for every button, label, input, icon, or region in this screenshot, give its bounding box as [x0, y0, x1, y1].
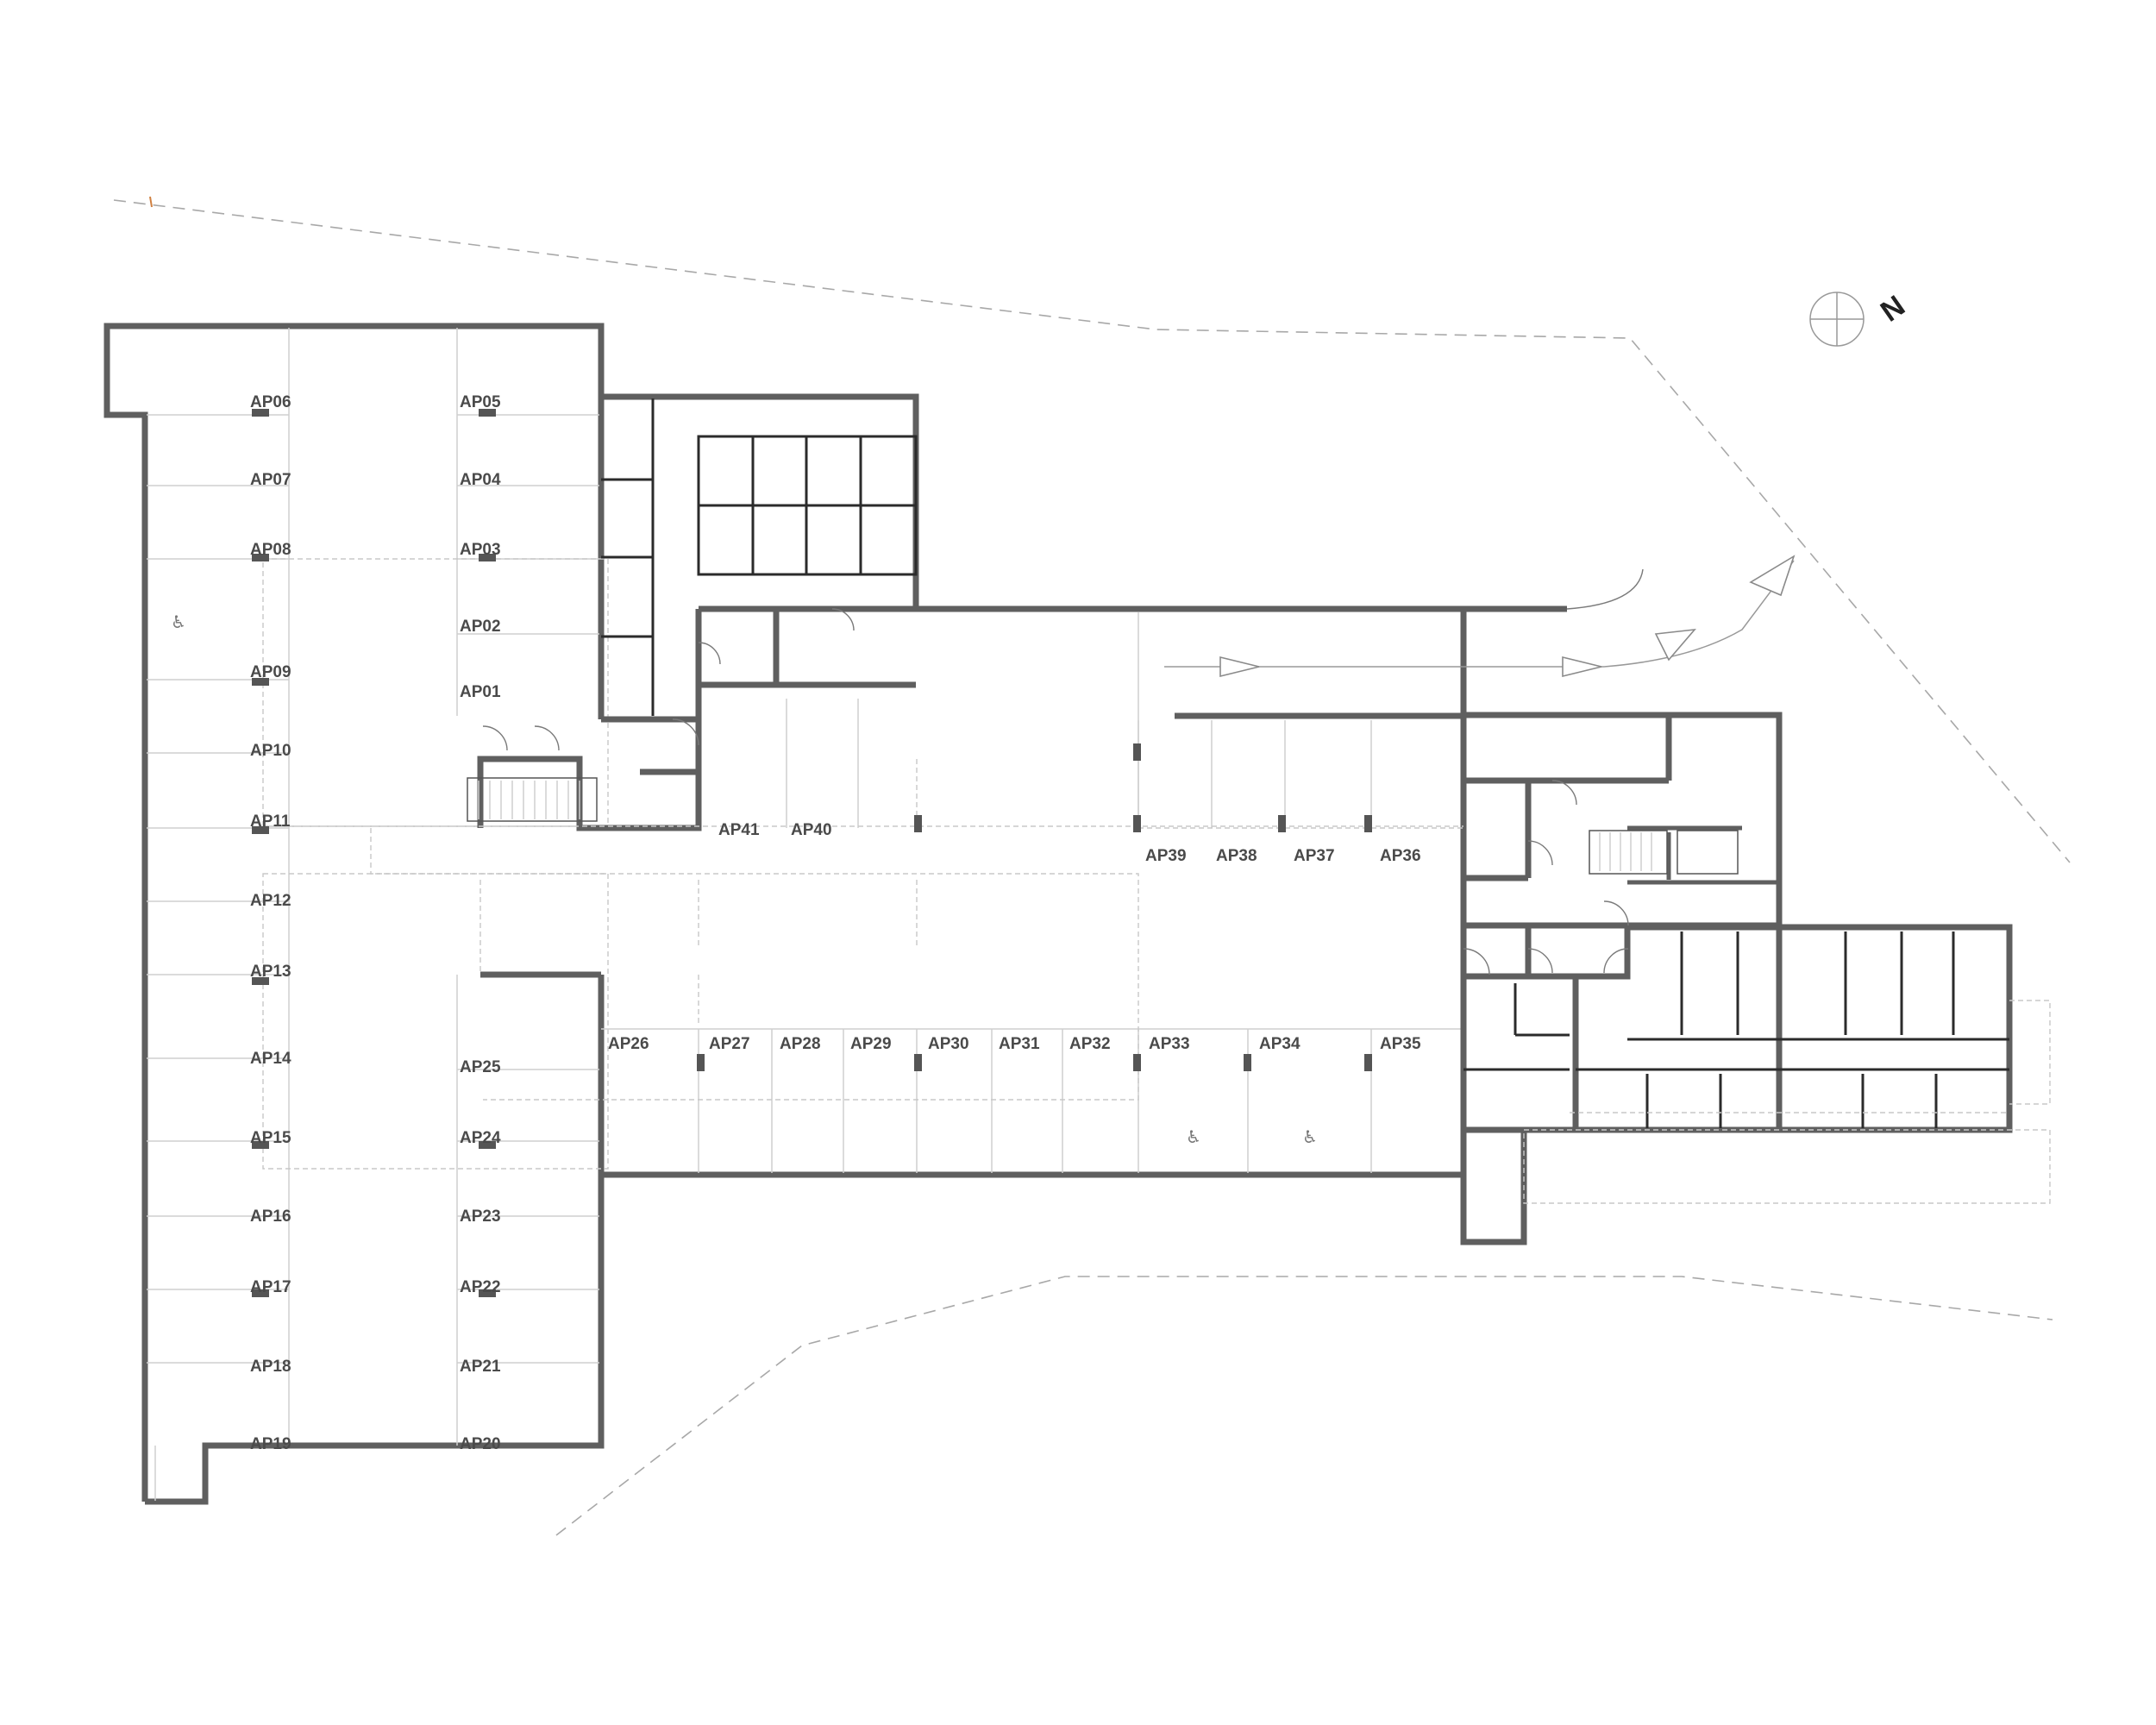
space-label: AP11 [250, 812, 291, 831]
space-label: AP35 [1380, 1035, 1421, 1053]
structural-columns [252, 409, 1372, 1297]
space-label: AP21 [460, 1358, 501, 1376]
space-label: AP16 [250, 1208, 291, 1226]
space-label: AP15 [250, 1129, 291, 1147]
space-label: AP09 [250, 663, 291, 681]
space-label: AP28 [780, 1035, 821, 1053]
space-label: AP06 [250, 393, 291, 411]
east-wing [1460, 712, 2051, 1245]
north-arrow: N [1809, 289, 1911, 347]
space-label: AP26 [608, 1035, 649, 1053]
space-label: AP29 [850, 1035, 892, 1053]
space-label: AP25 [460, 1058, 501, 1076]
space-label: AP07 [250, 471, 291, 489]
space-label: AP08 [250, 541, 291, 559]
accessible-icon: ♿ [1302, 1126, 1318, 1147]
space-label: AP14 [250, 1050, 291, 1068]
space-label: AP37 [1294, 847, 1335, 865]
space-label: AP36 [1380, 847, 1421, 865]
space-label: AP41 [718, 821, 760, 839]
space-label: AP20 [460, 1435, 501, 1453]
space-label: AP10 [250, 742, 291, 760]
north-label: N [1875, 289, 1911, 328]
space-label: AP03 [460, 541, 501, 559]
accessible-icon: ♿ [171, 612, 186, 632]
space-label: AP40 [791, 821, 832, 839]
space-label: AP18 [250, 1358, 291, 1376]
space-label: AP22 [460, 1278, 501, 1296]
space-label: AP32 [1069, 1035, 1111, 1053]
storage-core [467, 393, 919, 831]
space-label: AP02 [460, 618, 501, 636]
space-label: AP33 [1149, 1035, 1190, 1053]
space-label: AP31 [999, 1035, 1040, 1053]
space-label: AP23 [460, 1208, 501, 1226]
space-label: AP27 [709, 1035, 750, 1053]
space-label: AP19 [250, 1435, 291, 1453]
west-wing [103, 323, 609, 1505]
space-label: AP05 [460, 393, 501, 411]
space-label: AP34 [1259, 1035, 1300, 1053]
space-label: AP24 [460, 1129, 501, 1147]
space-label: AP04 [460, 471, 501, 489]
space-label: AP30 [928, 1035, 969, 1053]
accessible-icon: ♿ [1186, 1126, 1201, 1147]
space-label: AP12 [250, 892, 291, 910]
central-block [263, 555, 1796, 1178]
property-boundary [113, 196, 2071, 1536]
accessible-space-symbols: ♿ ♿ ♿ [171, 612, 1318, 1147]
space-label: AP13 [250, 963, 291, 981]
space-label: AP17 [250, 1278, 291, 1296]
space-label: AP01 [460, 683, 501, 701]
space-label: AP39 [1145, 847, 1187, 865]
parking-space-labels: AP06 AP05 AP07 AP04 AP08 AP03 AP02 AP09 … [250, 393, 1421, 1453]
space-label: AP38 [1216, 847, 1257, 865]
